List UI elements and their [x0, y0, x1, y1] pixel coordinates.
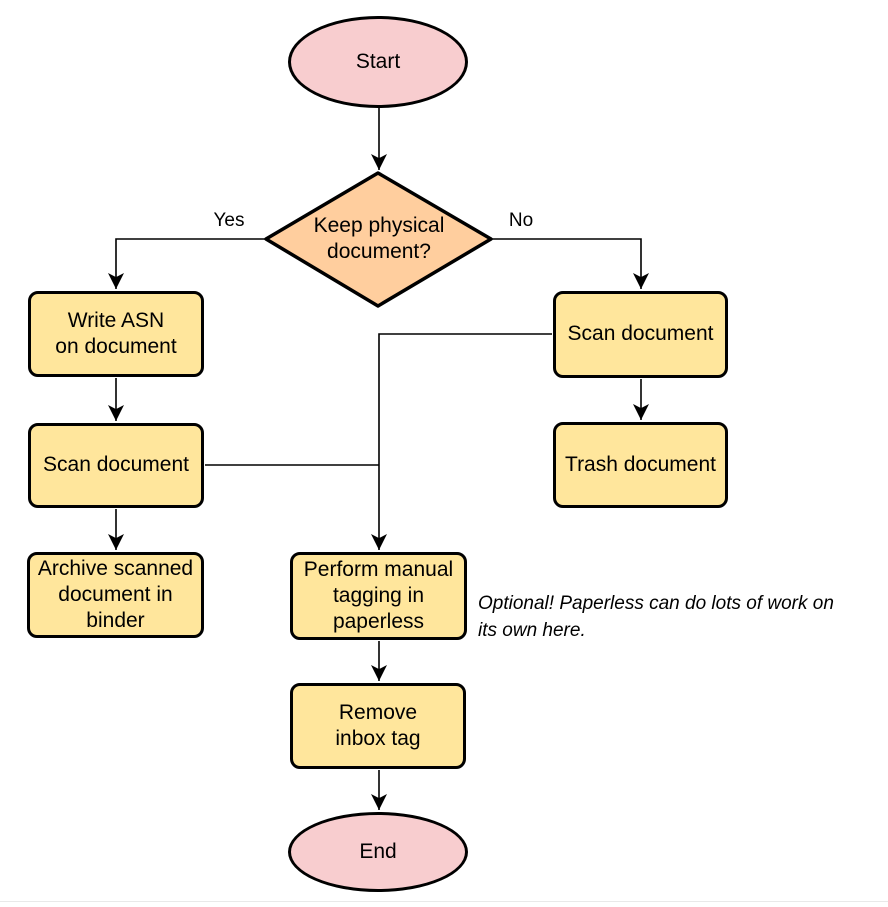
node-remove-inbox-tag: Remove inbox tag	[290, 683, 466, 769]
bottom-divider	[0, 901, 888, 902]
node-archive-document: Archive scanned document in binder	[27, 552, 204, 638]
decision-shape-group	[264, 171, 493, 308]
edge-group	[108, 108, 649, 810]
optional-annotation: Optional! Paperless can do lots of work …	[478, 593, 834, 641]
node-scan-document-left-label: Scan document	[43, 453, 189, 477]
edge-label-yes: Yes	[213, 210, 245, 231]
node-start-label: Start	[355, 49, 401, 73]
node-scan-document-left: Scan document	[28, 423, 204, 508]
edge-decision-no-to-scan-right	[491, 238, 649, 289]
node-manual-tagging-label: Perform manual tagging in paperless	[303, 557, 454, 634]
node-write-asn-label: Write ASN on document	[55, 308, 177, 358]
edge-decision-yes-to-write-asn	[108, 238, 266, 289]
node-trash-document-label: Trash document	[565, 452, 716, 476]
node-archive-document-label: Archive scanned document in binder	[37, 556, 194, 633]
node-remove-inbox-tag-label: Remove inbox tag	[335, 700, 421, 750]
node-decision-label: Keep physical document?	[313, 213, 445, 263]
node-scan-document-right-label: Scan document	[567, 322, 714, 346]
edge-label-no: No	[508, 210, 534, 231]
edge-scan-right-to-tagging	[371, 333, 552, 550]
node-scan-document-right: Scan document	[553, 291, 728, 378]
node-manual-tagging: Perform manual tagging in paperless	[290, 552, 467, 640]
node-end: End	[288, 812, 468, 892]
node-write-asn: Write ASN on document	[28, 291, 204, 377]
node-start: Start	[288, 16, 468, 108]
decision-diamond	[264, 171, 493, 308]
node-decision: Keep physical document?	[267, 174, 491, 304]
node-trash-document: Trash document	[553, 422, 728, 508]
node-end-label: End	[359, 839, 397, 863]
